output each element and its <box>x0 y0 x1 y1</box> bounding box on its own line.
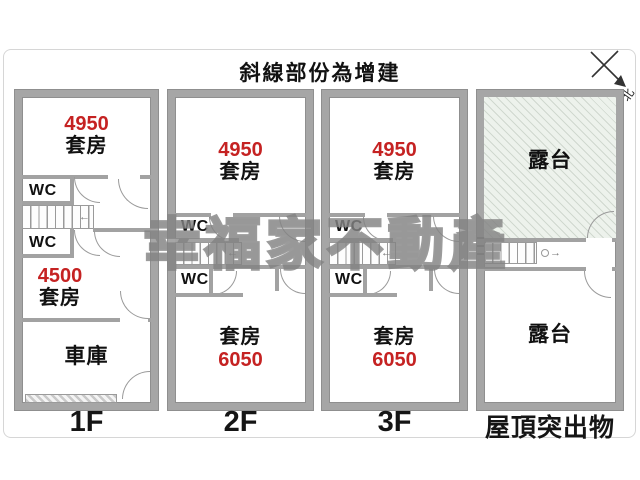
wall <box>22 201 74 205</box>
room-suite-top-1f: 4950 套房 <box>22 113 151 158</box>
door-arc <box>434 269 459 294</box>
wall <box>22 318 120 322</box>
wall <box>22 175 108 179</box>
room-suite-mid-1f: 4500 套房 <box>10 265 110 310</box>
wall <box>70 228 74 258</box>
room-suite-top-2f: 4950 套房 <box>175 139 306 184</box>
room-label: 車庫 <box>64 345 109 368</box>
wall <box>429 269 433 291</box>
plan-3f-interior: 4950 套房 WC ← WC 套房 6050 <box>329 97 460 403</box>
door-arc <box>120 291 148 319</box>
vent-marks <box>477 245 484 247</box>
stairs-direction-arrow: ← <box>381 247 392 259</box>
area-number: 4950 <box>64 113 109 135</box>
north-compass-icon: 北 <box>590 50 637 104</box>
plan-2f: 4950 套房 WC ← WC 套房 6050 <box>168 90 313 410</box>
area-number: 4950 <box>218 139 263 161</box>
wall <box>175 238 239 242</box>
door-arc <box>280 269 305 294</box>
door-arc <box>279 216 305 242</box>
wall <box>148 318 151 322</box>
floor-label-1f: 1F <box>69 406 104 438</box>
wall <box>209 269 213 297</box>
wall <box>175 293 243 297</box>
plan-1f: 4950 套房 WC ← WC 4500 套房 <box>15 90 158 410</box>
stairs-direction-arrow: ← <box>79 211 90 223</box>
wc-label: WC <box>181 218 209 235</box>
area-number: 6050 <box>218 349 263 371</box>
floor-label-roof: 屋頂突出物 <box>484 414 615 442</box>
vent-marks <box>477 237 484 239</box>
wall <box>275 269 279 291</box>
vent-marks <box>477 253 484 255</box>
wall <box>329 213 365 217</box>
wc-label: WC <box>29 182 57 199</box>
wall <box>93 228 151 232</box>
wall <box>329 293 397 297</box>
room-label: 套房 <box>219 326 262 348</box>
sheet-title: 斜線部份為增建 <box>239 62 401 85</box>
wall <box>233 213 306 217</box>
room-label: 套房 <box>219 161 262 183</box>
wall <box>175 265 306 269</box>
wc-label: WC <box>335 271 363 288</box>
room-label: 套房 <box>65 135 108 157</box>
plan-2f-interior: 4950 套房 WC ← WC 套房 6050 <box>175 97 306 403</box>
door-arc <box>367 271 391 295</box>
wall <box>329 265 460 269</box>
wall <box>387 213 460 217</box>
floor-label-3f: 3F <box>377 406 412 438</box>
plan-roof-interior: 露台 → 露台 <box>477 97 616 403</box>
wall <box>22 254 74 258</box>
room-suite-bottom-2f: 套房 6050 <box>175 326 306 371</box>
wall <box>484 267 586 271</box>
stairs-start-circle <box>541 249 549 257</box>
door-arc <box>74 230 100 256</box>
wc-label: WC <box>29 234 57 251</box>
wall <box>484 238 586 242</box>
wall <box>175 213 211 217</box>
wall <box>140 175 151 179</box>
wall <box>70 175 74 205</box>
room-label: 套房 <box>373 326 416 348</box>
wc-label: WC <box>335 218 363 235</box>
wall <box>363 269 367 297</box>
floor-label-2f: 2F <box>223 406 258 438</box>
room-garage-1f: 車庫 <box>22 345 151 369</box>
area-number: 6050 <box>372 349 417 371</box>
stairs <box>484 242 537 264</box>
room-terrace-top: 露台 <box>484 149 616 173</box>
terrace-hatched-addition-area <box>484 97 616 238</box>
stairs-direction-arrow: ← <box>227 247 238 259</box>
area-number: 4950 <box>372 139 417 161</box>
wall <box>612 238 616 242</box>
area-number: 4500 <box>37 265 83 287</box>
room-terrace-bottom: 露台 <box>484 323 616 347</box>
room-label: 露台 <box>528 149 572 172</box>
door-arc <box>213 271 237 295</box>
room-label: 露台 <box>528 323 572 346</box>
door-arc <box>433 216 459 242</box>
stairs: ← <box>22 205 94 229</box>
plan-roof: 露台 → 露台 <box>477 90 623 410</box>
room-suite-top-3f: 4950 套房 <box>329 139 460 184</box>
door-arc <box>118 179 148 209</box>
door-arc <box>584 271 611 298</box>
plan-3f: 4950 套房 WC ← WC 套房 6050 <box>322 90 467 410</box>
wall <box>329 238 393 242</box>
room-label: 套房 <box>373 161 416 183</box>
door-arc <box>74 177 100 203</box>
plan-1f-interior: 4950 套房 WC ← WC 4500 套房 <box>22 97 151 403</box>
room-label: 套房 <box>39 287 81 309</box>
wc-label: WC <box>181 271 209 288</box>
stairs: ← <box>329 242 396 265</box>
stairs-direction-arrow: → <box>550 247 561 259</box>
door-arc <box>122 371 150 399</box>
room-suite-bottom-3f: 套房 6050 <box>329 326 460 371</box>
wall <box>612 267 616 271</box>
garage-shutter-door <box>25 394 117 403</box>
stairs: ← <box>175 242 242 265</box>
